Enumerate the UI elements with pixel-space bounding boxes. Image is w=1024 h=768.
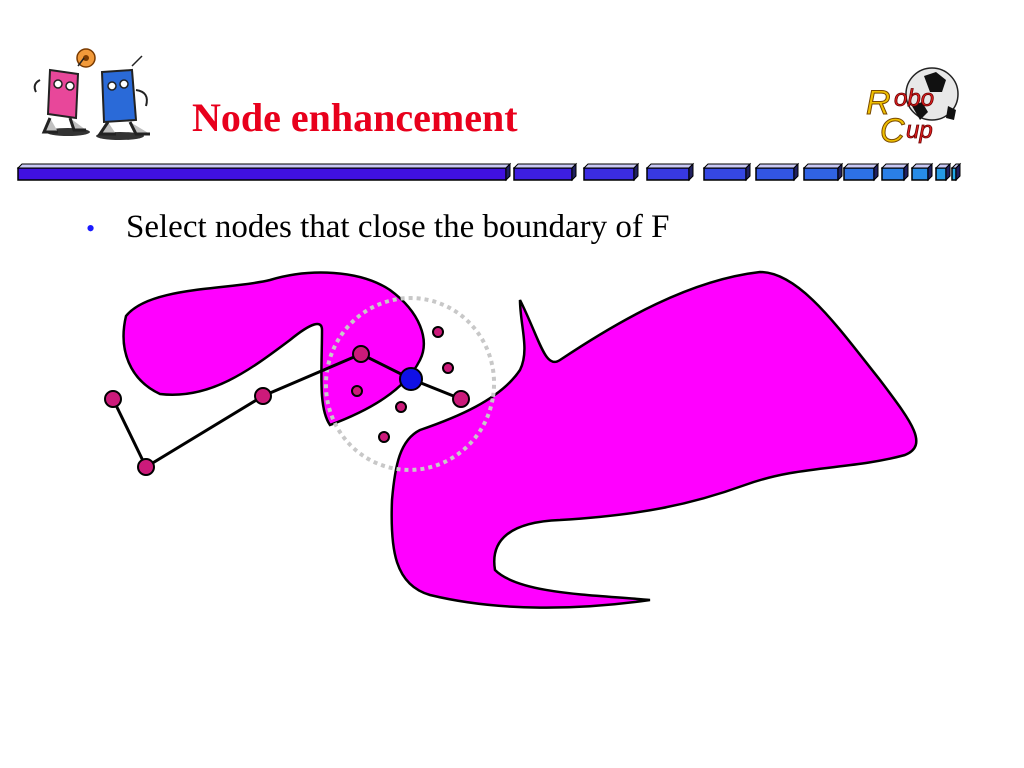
divider-block-side xyxy=(873,162,879,182)
header-divider-bar xyxy=(16,162,962,182)
divider-block xyxy=(17,167,507,181)
divider-block-side xyxy=(745,162,751,182)
divider-block xyxy=(583,167,635,181)
slide-title: Node enhancement xyxy=(192,95,518,140)
divider-block-top xyxy=(645,163,695,169)
divider-block-side xyxy=(955,162,961,182)
divider-block xyxy=(803,167,839,181)
svg-text:up: up xyxy=(906,117,933,144)
divider-block-side xyxy=(793,162,799,182)
divider-block-side xyxy=(505,162,511,182)
robocup-mascots-logo-icon xyxy=(33,48,150,140)
divider-block-side xyxy=(837,162,843,182)
robocup-soccer-ball-logo-icon: R obo C up xyxy=(866,67,959,150)
divider-block-top xyxy=(582,163,640,169)
divider-block-side xyxy=(688,162,694,182)
divider-block-top xyxy=(754,163,800,169)
path-node xyxy=(104,390,122,408)
divider-block xyxy=(881,167,905,181)
divider-block-top xyxy=(802,163,844,169)
region-left-hook xyxy=(122,271,425,427)
path-node xyxy=(452,390,470,408)
divider-block xyxy=(935,167,947,181)
divider-block-top xyxy=(702,163,752,169)
candidate-node xyxy=(351,385,363,397)
divider-block-side xyxy=(571,162,577,182)
svg-text:C: C xyxy=(880,112,905,150)
divider-block xyxy=(843,167,875,181)
svg-text:R: R xyxy=(866,84,891,122)
region-right-blob xyxy=(390,270,918,609)
divider-block xyxy=(951,167,957,181)
selected-node xyxy=(399,367,423,391)
divider-block-top xyxy=(512,163,578,169)
candidate-node xyxy=(432,326,444,338)
path-node xyxy=(137,458,155,476)
divider-block xyxy=(646,167,690,181)
divider-block xyxy=(513,167,573,181)
divider-block-side xyxy=(903,162,909,182)
divider-block xyxy=(755,167,795,181)
candidate-node xyxy=(395,401,407,413)
path-node xyxy=(254,387,272,405)
bullet-text: Select nodes that close the boundary of … xyxy=(126,209,670,245)
divider-block-side xyxy=(927,162,933,182)
svg-text:obo: obo xyxy=(894,85,934,112)
divider-block-side xyxy=(945,162,951,182)
divider-block-top xyxy=(16,163,512,169)
candidate-node xyxy=(442,362,454,374)
candidate-node xyxy=(378,431,390,443)
divider-block-top xyxy=(842,163,880,169)
path-node xyxy=(352,345,370,363)
bullet-marker: • xyxy=(86,214,96,243)
divider-block xyxy=(703,167,747,181)
divider-block-side xyxy=(633,162,639,182)
divider-block xyxy=(911,167,929,181)
bullet-item: • Select nodes that close the boundary o… xyxy=(86,204,669,252)
boundary-diagram xyxy=(104,270,918,609)
